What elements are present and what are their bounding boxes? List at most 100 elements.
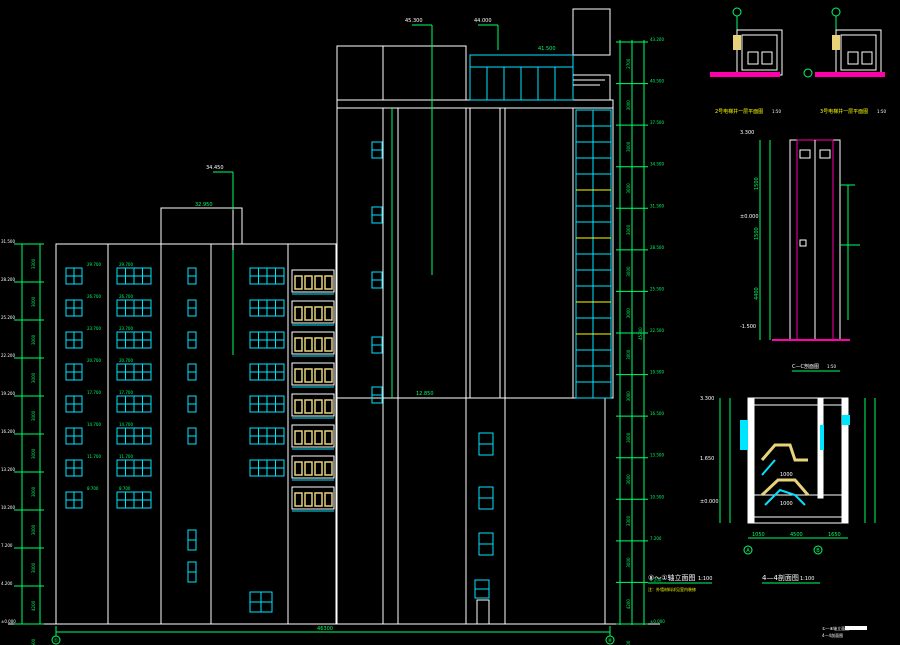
balcony-rail <box>314 275 323 290</box>
balcony-rail <box>304 337 313 352</box>
left-dim-label: 4200 <box>31 600 36 611</box>
right-level-label: 19.500 <box>650 370 664 375</box>
balcony-rail <box>314 337 323 352</box>
roof-mark-label: 34.450 <box>206 165 224 171</box>
elevation-note: 注：外墙材料详见室内装修 <box>648 586 696 592</box>
balcony-rail <box>324 492 333 507</box>
section-44-title: 4—4剖面图 <box>762 573 799 582</box>
right-dim-label: 3000 <box>626 557 631 568</box>
floor-mark: 11.700 <box>87 454 101 459</box>
right-dim-label: 3000 <box>626 349 631 360</box>
sec44-level-low: ±0.000 <box>700 499 719 505</box>
axis-label-a: A <box>746 548 750 554</box>
sec44-dim-a: 1000 <box>780 472 793 478</box>
balcony-frame <box>291 486 335 510</box>
right-dim-label: 1500 <box>626 640 631 645</box>
balcony-rail <box>314 306 323 321</box>
sec44-level-mid: 1.650 <box>700 456 714 462</box>
cc-dim-1: 1500 <box>754 177 760 190</box>
balcony-rail <box>294 492 303 507</box>
left-dim-label: 3000 <box>31 562 36 573</box>
right-level-label: 13.500 <box>650 453 664 458</box>
left-level-label: 13.200 <box>1 467 15 472</box>
balcony-rail <box>304 368 313 383</box>
floor-mark: 11.700 <box>119 454 133 459</box>
floor-mark: 23.700 <box>87 326 101 331</box>
balcony-frame <box>291 331 335 355</box>
sec44-dim-b: 1000 <box>780 501 793 507</box>
tower-outline <box>336 8 614 625</box>
balcony-frame <box>291 455 335 479</box>
elevator-plan-3-scale: 1:50 <box>877 109 886 114</box>
sec44-level-top: 3.300 <box>700 396 714 402</box>
right-total-label: 45300 <box>638 327 643 340</box>
right-level-label: 40.500 <box>650 79 664 84</box>
floor-mark: 29.700 <box>119 262 133 267</box>
legend-note: ①—⑧轴立面图 <box>822 625 849 631</box>
sec44-dim-bottom-1: 1050 <box>752 532 765 538</box>
elevation-scale: 1:100 <box>698 576 712 582</box>
right-dim-label: 3000 <box>626 432 631 443</box>
left-level-label: ±0.000 <box>1 619 16 624</box>
balcony-rail <box>324 306 333 321</box>
balcony-rail <box>314 368 323 383</box>
right-level-label: 31.500 <box>650 203 664 208</box>
right-level-label: 10.500 <box>650 494 664 499</box>
right-dim-label: 3000 <box>626 308 631 319</box>
floor-mark: 20.700 <box>87 358 101 363</box>
overall-width-label: 46300 <box>317 626 333 632</box>
right-dim-label: 3000 <box>626 183 631 194</box>
section-cc-scale: 1:50 <box>827 364 836 369</box>
left-dim-label: 3000 <box>31 410 36 421</box>
right-level-label: 22.500 <box>650 328 664 333</box>
tower-top-mark-3: 41.500 <box>538 46 556 52</box>
balcony-rail <box>294 337 303 352</box>
right-dim-label: 3000 <box>626 141 631 152</box>
balcony-stack <box>291 269 335 512</box>
podium-windows <box>474 432 494 625</box>
section-cc <box>759 139 860 341</box>
left-dim-label: 3000 <box>31 296 36 307</box>
floor-mark: 14.700 <box>87 422 101 427</box>
balcony-rail <box>294 368 303 383</box>
right-dim-label: 3000 <box>626 391 631 402</box>
balcony-frame <box>291 300 335 324</box>
balcony-rail <box>324 399 333 414</box>
left-dim-label: 3300 <box>31 258 36 269</box>
floor-mark: 8.700 <box>87 486 99 491</box>
cc-level-mid: ±0.000 <box>740 214 759 220</box>
elevator-plan-2-scale: 1:50 <box>772 109 781 114</box>
right-dim-label: 2700 <box>626 58 631 69</box>
right-level-label: 28.500 <box>650 245 664 250</box>
elevator-plan-3 <box>815 7 885 77</box>
cc-dim-2: 1500 <box>754 227 760 240</box>
left-level-label: 25.200 <box>1 315 15 320</box>
tower-top-mark-1: 45.300 <box>405 18 423 24</box>
elevator-plan-3-title: 3号电梯井一层平面图 <box>820 108 868 115</box>
left-building-windows-col-b <box>116 267 152 509</box>
curtain-wall-rows <box>576 109 611 399</box>
tower-top-mark-2: 44.000 <box>474 18 492 24</box>
left-dim-label: 3000 <box>31 524 36 535</box>
left-level-label: 19.200 <box>1 391 15 396</box>
balcony-rail <box>324 368 333 383</box>
right-dim-label: 3000 <box>626 100 631 111</box>
left-level-label: 28.200 <box>1 277 15 282</box>
left-level-label: 4.200 <box>1 581 13 586</box>
right-level-label: 25.500 <box>650 286 664 291</box>
left-dim-label: 3000 <box>31 372 36 383</box>
floor-mark: 14.700 <box>119 422 133 427</box>
section-44 <box>719 397 876 539</box>
balcony-frame <box>291 393 335 417</box>
left-dim-label: 3000 <box>31 486 36 497</box>
right-dim-label: 4200 <box>626 599 631 610</box>
right-dim-label: 3000 <box>626 224 631 235</box>
balcony-rail <box>304 461 313 476</box>
balcony-rail <box>324 337 333 352</box>
floor-mark: 23.700 <box>119 326 133 331</box>
left-building-windows-col-d <box>249 267 285 613</box>
cc-dim-3: 4400 <box>754 287 760 300</box>
